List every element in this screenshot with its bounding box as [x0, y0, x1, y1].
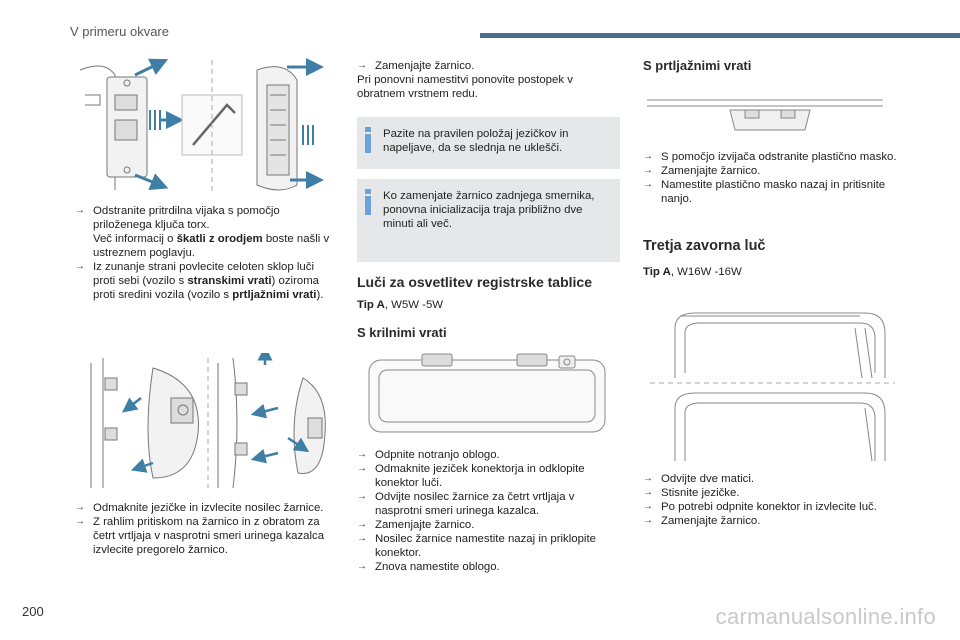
info-icon [365, 189, 371, 215]
list-item: Zamenjajte žarnico. [643, 514, 898, 528]
text: Nosilec žarnice namestite nazaj in prikl… [375, 533, 596, 559]
list-item: Zamenjajte žarnico. [357, 518, 622, 532]
text: Zamenjajte žarnico. [661, 165, 761, 177]
text: Stisnite jezičke. [661, 487, 740, 499]
list-item: Odvijte dve matici. [643, 472, 898, 486]
col2-instructions-bottom: Odpnite notranjo oblogo. Odmaknite jeziče… [357, 448, 622, 574]
text: Z rahlim pritiskom na žarnico in z obrat… [93, 516, 325, 556]
info-box-indicator: Ko zamenjate žarnico zadnjega smernika, … [357, 179, 620, 262]
rear-light-removal-illustration [79, 58, 324, 195]
list-item: Z rahlim pritiskom na žarnico in z obrat… [75, 515, 337, 557]
bold-text: škatli z orodjem [176, 233, 263, 245]
heading-number-plate-lights: Luči za osvetlitev registrske tablice [357, 274, 592, 290]
subheading-wing-doors: S krilnimi vrati [357, 325, 447, 340]
list-item: Odvijte nosilec žarnice za četrt vrtljaj… [357, 490, 622, 518]
reassembly-note: Pri ponovni namestitvi ponovite postopek… [357, 74, 573, 100]
list-item: Znova namestite oblogo. [357, 560, 622, 574]
text: ). [316, 289, 324, 301]
third-brake-light-illustration [650, 312, 895, 462]
list-item: Iz zunanje strani povlecite celoten sklo… [75, 260, 337, 302]
tip-label: Tip A [643, 266, 671, 278]
text: Odstranite pritrdilna vijaka s pomočjo p… [93, 205, 280, 231]
text: Odmaknite jeziček konektorja in odklopit… [375, 463, 585, 489]
info-box-tabs: Pazite na pravilen položaj jezičkov in n… [357, 117, 620, 169]
text: Znova namestite oblogo. [375, 561, 500, 573]
text: Odvijte nosilec žarnice za četrt vrtljaj… [375, 491, 575, 517]
bold-text: prtljažnimi vrati [232, 289, 317, 301]
info-box-indicator-text: Ko zamenjate žarnico zadnjega smernika, … [383, 190, 595, 230]
text: Zamenjajte žarnico. [661, 515, 761, 527]
list-item-continuation: Več informacij o škatli z orodjem boste … [75, 232, 337, 260]
text: Namestite plastično masko nazaj in priti… [661, 179, 886, 205]
list-item: Zamenjajte žarnico. [357, 59, 617, 73]
list-item: Odmaknite jeziček konektorja in odklopit… [357, 462, 622, 490]
text: Po potrebi odpnite konektor in izvlecite… [661, 501, 877, 513]
text: S pomočjo izvijača odstranite plastično … [661, 151, 897, 163]
list-item: Odpnite notranjo oblogo. [357, 448, 622, 462]
info-icon [365, 127, 371, 153]
list-item: Zamenjajte žarnico. [643, 164, 898, 178]
tip-a-number-plate: Tip A, W5W -5W [357, 299, 443, 311]
tip-value: , W16W -16W [670, 266, 742, 278]
bold-text: stranskimi vrati [187, 275, 272, 287]
watermark: carmanualsonline.info [715, 604, 936, 629]
page-number: 200 [22, 604, 44, 619]
list-item: Stisnite jezičke. [643, 486, 898, 500]
tip-a-brake-light: Tip A, W16W -16W [643, 266, 742, 278]
text: boste našli v ustreznem poglavju. [93, 233, 330, 259]
col3-instructions-1: S pomočjo izvijača odstranite plastično … [643, 150, 898, 206]
col3-instructions-2: Odvijte dve matici. Stisnite jezičke. Po p… [643, 472, 898, 528]
text: Odpnite notranjo oblogo. [375, 449, 500, 461]
text: Odvijte dve matici. [661, 473, 755, 485]
tip-value: , W5W -5W [384, 299, 444, 311]
text: ) oziroma proti sredini vozila (vozilo s [93, 275, 320, 301]
bulb-holder-illustration [90, 353, 326, 489]
text: Več informacij o [93, 233, 177, 245]
list-item: Odmaknite jezičke in izvlecite nosilec ž… [75, 501, 337, 515]
header-bar [480, 33, 960, 38]
list-item: Nosilec žarnice namestite nazaj in prikl… [357, 532, 622, 560]
text: Odmaknite jezičke in izvlecite nosilec ž… [93, 502, 324, 514]
text: Zamenjajte žarnico. [375, 519, 475, 531]
section-title: V primeru okvare [70, 24, 169, 39]
list-item: Odstranite pritrdilna vijaka s pomočjo p… [75, 204, 337, 232]
col1-instructions-1: Odstranite pritrdilna vijaka s pomočjo p… [75, 204, 337, 302]
list-item: S pomočjo izvijača odstranite plastično … [643, 150, 898, 164]
heading-third-brake-light: Tretja zavorna luč [643, 238, 766, 254]
col1-instructions-2: Odmaknite jezičke in izvlecite nosilec ž… [75, 501, 337, 557]
col2-instructions-top: Zamenjajte žarnico. [357, 59, 617, 73]
text: Iz zunanje strani povlecite celoten sklo… [93, 261, 314, 287]
tip-label: Tip A [357, 299, 385, 311]
subheading-tailgate: S prtljažnimi vrati [643, 58, 752, 73]
list-item: Po potrebi odpnite konektor in izvlecite… [643, 500, 898, 514]
text: Zamenjajte žarnico. [375, 60, 475, 72]
info-box-tabs-text: Pazite na pravilen položaj jezičkov in n… [383, 128, 569, 154]
list-item: Namestite plastično masko nazaj in priti… [643, 178, 898, 206]
number-plate-light-illustration [368, 353, 606, 433]
tailgate-plate-light-illustration [647, 99, 883, 131]
